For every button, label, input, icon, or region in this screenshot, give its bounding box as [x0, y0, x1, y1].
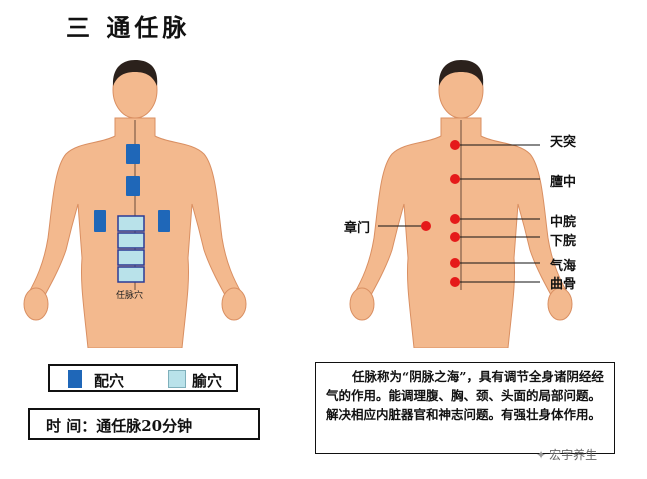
- wechat-icon: ✦: [536, 448, 546, 462]
- watermark-text: 宏宇养生: [549, 448, 597, 462]
- label-zhongwan: 中脘: [550, 211, 576, 230]
- time-info: 时 间：通任脉20分钟: [28, 408, 260, 440]
- acupoint-qihai: [450, 258, 460, 268]
- right-body-illustration: [346, 58, 576, 348]
- body-silhouette-right: [350, 60, 572, 348]
- right-hand-shape: [222, 288, 246, 320]
- acupoint-qugu: [450, 277, 460, 287]
- left-hand-shape-right: [350, 288, 374, 320]
- label-danzhong: 膻中: [550, 171, 576, 190]
- label-qugu: 曲骨: [550, 273, 576, 292]
- guide-stone-right-side: [158, 210, 170, 232]
- label-zhangmen: 章门: [344, 217, 370, 236]
- left-body-illustration: 任脉穴: [20, 58, 250, 348]
- label-tiantu: 天突: [550, 131, 576, 150]
- description-text: 任脉称为“阴脉之海”，具有调节全身诸阴经经气的作用。能调理腹、胸、颈、头面的局部…: [315, 362, 615, 454]
- right-hand-shape-right: [548, 288, 572, 320]
- point-label-renmai: 任脉穴: [116, 289, 143, 301]
- acupoint-tiantu: [450, 140, 460, 150]
- label-xiawan: 下脘: [550, 230, 576, 249]
- left-body-figure: 任脉穴: [20, 58, 250, 348]
- page-title: 三 通任脉: [66, 8, 190, 43]
- guide-stone-chest-upper: [126, 144, 140, 164]
- legend-stone-label: 配穴: [94, 370, 124, 391]
- acupoint-danzhong: [450, 174, 460, 184]
- guide-stone-legend-icon: [68, 370, 82, 388]
- acupoint-xiawan: [450, 232, 460, 242]
- acupoint-zhangmen: [421, 221, 431, 231]
- moxa-box-legend-icon: [168, 370, 186, 388]
- label-qihai: 气海: [550, 255, 576, 274]
- acupoint-zhongwan: [450, 214, 460, 224]
- moxa-box-4: [118, 267, 144, 282]
- moxa-box-3: [118, 250, 144, 265]
- watermark: ✦宏宇养生: [536, 446, 597, 463]
- guide-stone-left-side: [94, 210, 106, 232]
- body-silhouette: [24, 60, 246, 348]
- right-body-figure: [346, 58, 576, 348]
- left-hand-shape: [24, 288, 48, 320]
- legend-moxa-label: 腧穴: [192, 370, 222, 391]
- legend-box: 配穴 腧穴: [48, 364, 238, 392]
- moxa-box-1: [118, 216, 144, 231]
- guide-stone-chest-lower: [126, 176, 140, 196]
- moxa-box-2: [118, 233, 144, 248]
